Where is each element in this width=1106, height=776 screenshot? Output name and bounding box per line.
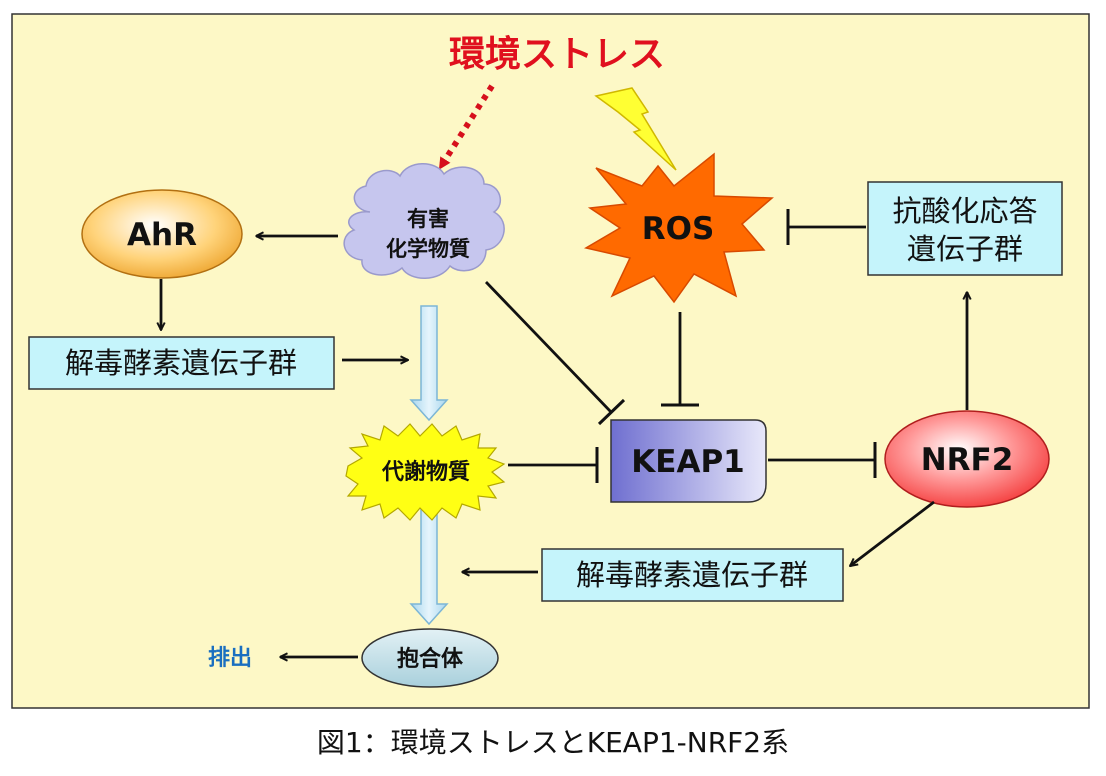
- arrow-nrf2-detox: [850, 500, 935, 566]
- toxic-chemical-line1: 有害: [407, 207, 449, 231]
- ros-starburst: [583, 152, 774, 304]
- ros-label: ROS: [642, 211, 715, 247]
- metabolite-starburst: [345, 423, 506, 521]
- toxic-chemical-cloud: [343, 163, 505, 279]
- stress-dotted-arrow: [437, 84, 495, 170]
- antioxidant-gene-line2: 遺伝子群: [907, 232, 1023, 266]
- detox-gene-box-right: [541, 548, 844, 602]
- inhibit-chemical-keap1: [484, 281, 613, 413]
- detox-gene-right-label: 解毒酵素遺伝子群: [576, 558, 808, 592]
- conjugate-label: 抱合体: [397, 646, 464, 672]
- keap1-label: KEAP1: [631, 444, 744, 480]
- antioxidant-gene-line1: 抗酸化応答: [892, 194, 1037, 228]
- metabolism-pipe-upper: [409, 305, 449, 422]
- nrf2-node: [884, 410, 1050, 508]
- figure-caption: 図1：環境ストレスとKEAP1-NRF2系: [317, 726, 789, 759]
- stress-label: 環境ストレス: [449, 34, 665, 75]
- metabolite-label: 代謝物質: [381, 459, 470, 485]
- nrf2-label: NRF2: [921, 442, 1014, 478]
- excretion-label: 排出: [208, 646, 252, 671]
- toxic-chemical-line2: 化学物質: [386, 237, 470, 261]
- antioxidant-gene-box: [867, 181, 1063, 276]
- detox-gene-left-label: 解毒酵素遺伝子群: [65, 346, 297, 380]
- ahr-label: AhR: [127, 217, 197, 253]
- detox-gene-box-left: [28, 336, 335, 390]
- conjugate-node: [361, 628, 499, 688]
- ahr-node: [81, 189, 243, 279]
- metabolism-pipe-lower: [409, 508, 449, 626]
- lightning-bolt-icon: [594, 87, 677, 171]
- inhibit-bar: [597, 398, 626, 426]
- keap1-node: [610, 419, 767, 503]
